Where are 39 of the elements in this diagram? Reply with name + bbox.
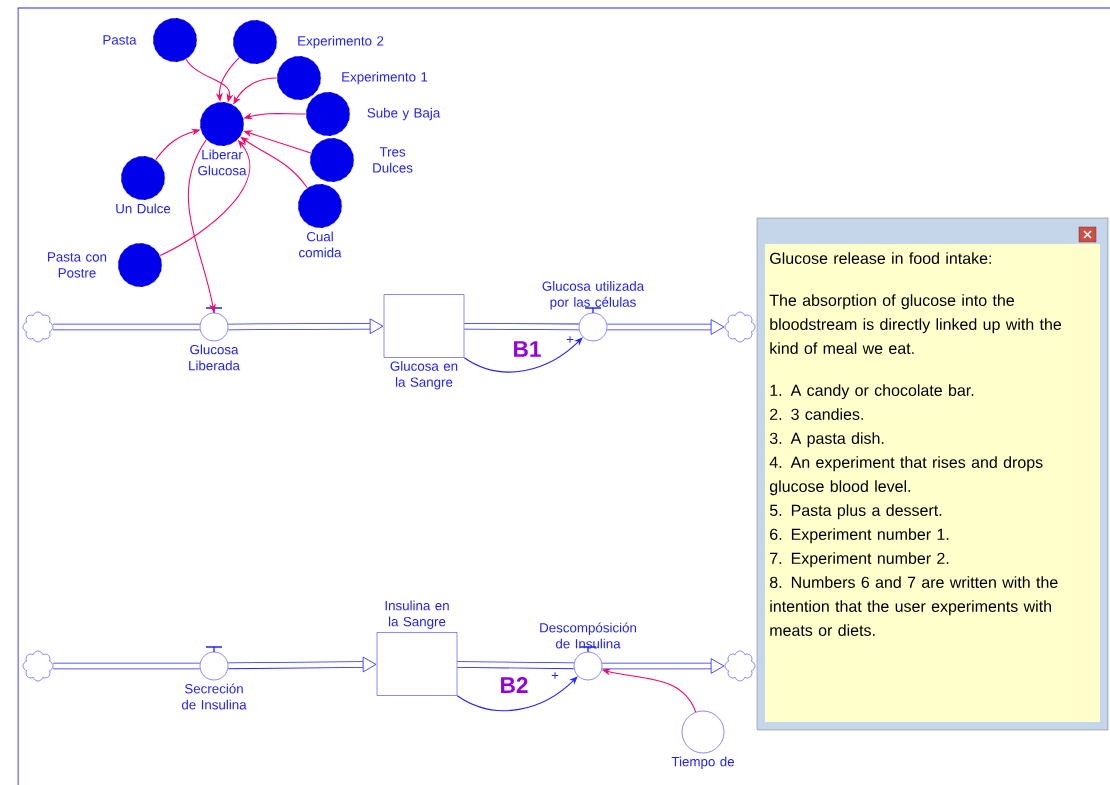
flow-pipe [228, 318, 384, 335]
flow-pipe [464, 322, 579, 331]
polarity-sign: + [551, 672, 559, 679]
node-label: Sube y Baja [367, 107, 441, 121]
flow-pipe [53, 662, 200, 670]
node-label: Insulina en la Sangre [385, 600, 449, 629]
node-label: Descompósición de Insulina [540, 622, 637, 649]
node-label: Pasta [103, 35, 137, 45]
flow-pipe [607, 319, 725, 335]
loop-label: B2 [501, 677, 528, 693]
flow-valve: Secreción de Insulina [181, 646, 247, 710]
feedback-arrow [463, 337, 583, 373]
cloud-symbol [724, 311, 756, 343]
note-window: Glucose release in food intake: The absorption of glucose into the bloodstream is directly linked up with the kind of meal we eat. 1. A candy or chocolate bar. 2. 3 candies. 3. A pasta dish. 4. An experiment that rises and drops glucose blood level. 5. Pasta plus a dessert. 6. Experiment number 1. 7. Experiment number 2. 8. Numbers 6 and 7 are written with the intention that the user experiments with meats or diets. [756, 217, 1109, 731]
flow-pipe [228, 656, 377, 673]
flow-pipe [53, 323, 200, 331]
flow-pipe [602, 658, 725, 674]
stock-box: Glucosa en la Sangre [383, 294, 465, 390]
node-label: Glucosa en la Sangre [390, 361, 458, 390]
node-label: Tiempo de [671, 756, 735, 769]
node-label: Experimento 2 [298, 35, 384, 49]
loop-label: B1 [514, 341, 541, 357]
flow-valve: Glucosa Liberada [189, 307, 240, 371]
flow-pipe [457, 661, 574, 670]
cloud-symbol [22, 650, 54, 682]
node-label: Cual comida [299, 231, 342, 258]
stock-box: Insulina en la Sangre [376, 600, 458, 696]
node-label: Liberar Glucosa [198, 149, 247, 176]
node-label: Experimento 1 [342, 71, 428, 85]
node-label: Pasta con Postre [48, 252, 107, 278]
node-label: Glucosa utilizada por las células [542, 281, 645, 310]
node-label: Un Dulce [116, 203, 171, 214]
node-label: Glucosa Liberada [189, 344, 240, 371]
node-label: Secreción de Insulina [181, 683, 247, 710]
node-label: Tres Dulces [373, 147, 413, 173]
polarity-sign: + [566, 336, 574, 343]
feedback-arrow [456, 676, 578, 712]
cloud-symbol [724, 650, 756, 682]
cloud-symbol [22, 311, 54, 343]
